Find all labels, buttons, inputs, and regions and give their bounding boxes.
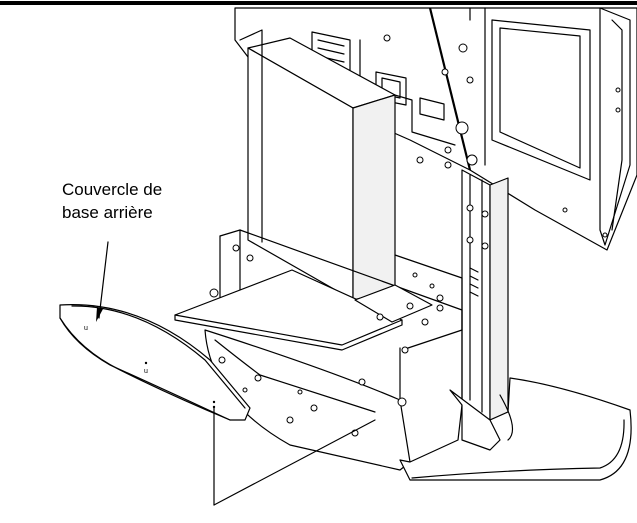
svg-text:u: u (84, 325, 88, 332)
stand-base (204, 329, 632, 481)
shelf-plate (174, 269, 433, 351)
label-line-2: base arrière (62, 203, 153, 222)
leader-lines (96, 241, 376, 506)
rear-base-cover: u u (59, 304, 251, 421)
support-post (461, 169, 509, 421)
vertical-box (239, 29, 396, 301)
rear-base-cover-label: Couvercle de base arrière (62, 178, 202, 224)
svg-text:u: u (144, 368, 148, 375)
base-frame (219, 229, 463, 461)
label-line-1: Couvercle de (62, 180, 163, 199)
